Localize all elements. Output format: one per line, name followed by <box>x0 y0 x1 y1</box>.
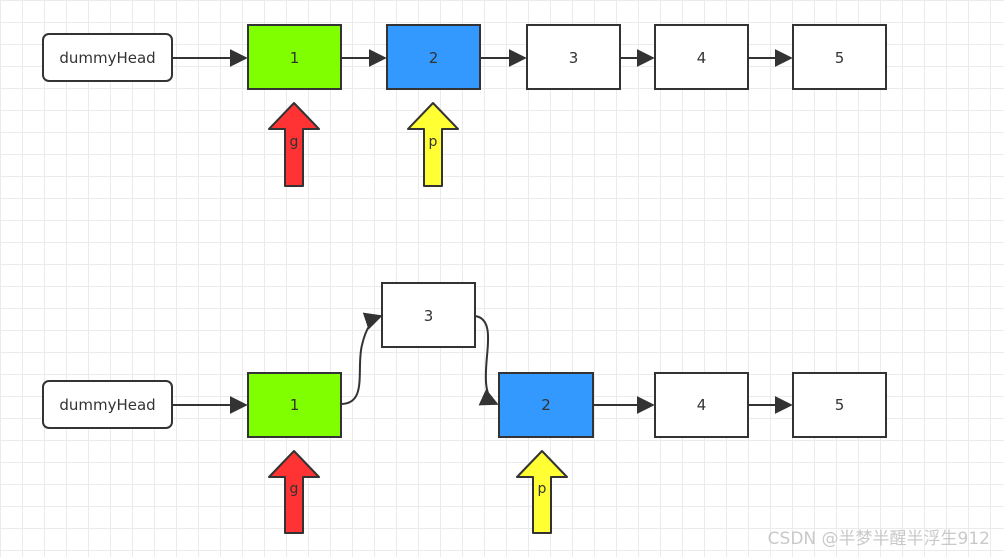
bottom-node-2 <box>498 372 594 438</box>
top-node-3 <box>526 24 621 90</box>
bottom-dummy-head-node <box>42 380 173 429</box>
top-pointer-g-arrow <box>268 102 320 187</box>
bottom-node-5-label: 5 <box>835 396 845 414</box>
bottom-node-1-label: 1 <box>290 396 300 414</box>
top-dummy-head-node <box>42 33 173 82</box>
bottom-node-3-label: 3 <box>424 307 434 325</box>
top-pointer-p-arrow <box>407 102 459 187</box>
top-node-3-label: 3 <box>569 49 579 67</box>
bottom-dummy-head-label: dummyHead <box>59 396 155 414</box>
top-node-2 <box>386 24 481 90</box>
bottom-node-4 <box>654 372 749 438</box>
csdn-watermark: CSDN @半梦半醒半浮生912 <box>767 529 990 549</box>
top-dummy-head-label: dummyHead <box>59 49 155 67</box>
bottom-node-2-label: 2 <box>541 396 551 414</box>
top-list: dummyHead 1 2 3 4 5 g p <box>42 24 887 187</box>
bottom-node-5 <box>792 372 887 438</box>
bottom-node-4-label: 4 <box>697 396 707 414</box>
bottom-node-3 <box>381 282 476 348</box>
bottom-edge-1-to-3 <box>340 312 383 405</box>
top-node-4 <box>654 24 749 90</box>
top-node-1 <box>247 24 342 90</box>
bottom-pointer-g-arrow <box>268 450 320 534</box>
bottom-pointer-g-label: g <box>290 481 299 497</box>
top-node-5-label: 5 <box>835 49 845 67</box>
top-node-1-label: 1 <box>290 49 300 67</box>
top-node-4-label: 4 <box>697 49 707 67</box>
top-node-5 <box>792 24 887 90</box>
top-pointer-p-label: p <box>429 134 438 150</box>
top-pointer-g-label: g <box>290 134 299 150</box>
bottom-edge-3-to-2 <box>474 315 499 406</box>
bottom-list: dummyHead 1 3 2 4 5 g p <box>42 282 887 534</box>
top-node-2-label: 2 <box>429 49 439 67</box>
bottom-node-1 <box>247 372 342 438</box>
bottom-pointer-p-arrow <box>516 450 568 534</box>
bottom-pointer-p-label: p <box>538 481 547 497</box>
